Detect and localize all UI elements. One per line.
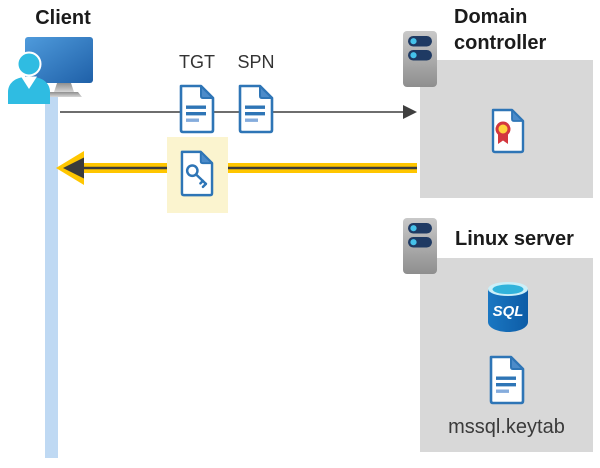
user-workstation-icon xyxy=(8,37,93,104)
tgt-document-icon xyxy=(179,84,215,134)
response-arrow-icon xyxy=(56,151,417,185)
keytab-filename: mssql.keytab xyxy=(448,416,565,438)
client-lifeline-bar xyxy=(45,93,58,458)
linux-server-icon xyxy=(403,218,437,274)
sql-badge-text: SQL xyxy=(493,303,524,320)
client-label: Client xyxy=(35,7,91,29)
spn-label: SPN xyxy=(237,52,275,72)
sql-database-icon: SQL xyxy=(488,282,528,332)
domain-controller-server-icon xyxy=(403,31,437,87)
request-arrow-icon xyxy=(60,105,417,119)
keytab-document-icon xyxy=(489,355,525,405)
linux-server-label: Linux server xyxy=(455,228,574,250)
certificate-icon xyxy=(491,108,525,154)
key-document-icon xyxy=(180,150,214,197)
domain-controller-label: Domain controller xyxy=(454,6,547,55)
spn-document-icon xyxy=(238,84,274,134)
tgt-label: TGT xyxy=(179,52,215,72)
